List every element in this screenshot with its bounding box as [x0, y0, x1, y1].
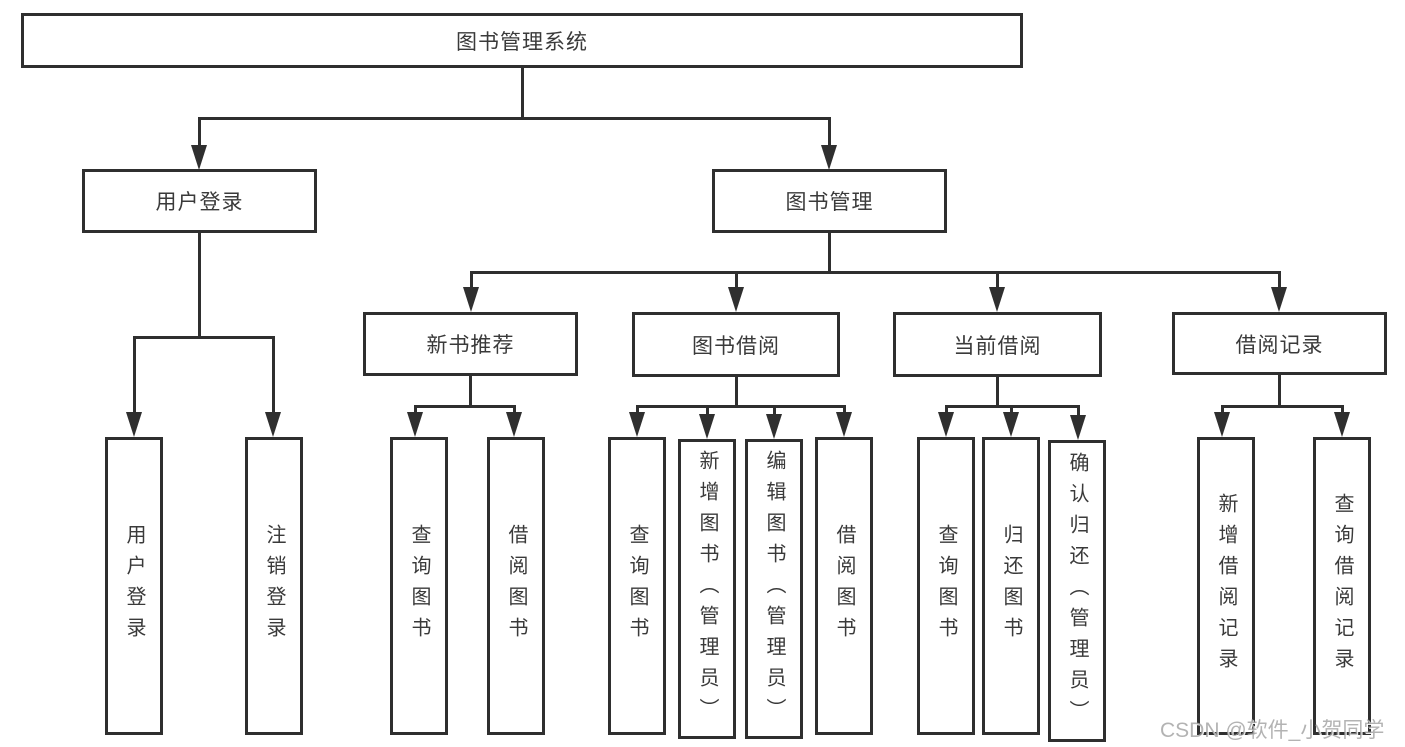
connector-line [995, 271, 999, 289]
down-arrow-icon [821, 145, 837, 170]
connector-line [705, 405, 709, 415]
node-book-borrowing: 图书借阅 [632, 312, 840, 377]
down-arrow-icon [126, 412, 142, 437]
leaf-borrow-books: 借阅图书 [815, 437, 873, 735]
leaf-label: 编辑图书（管理员） [763, 449, 785, 729]
leaf-return-books: 归还图书 [982, 437, 1040, 735]
connector-line [271, 336, 275, 414]
leaf-borrow-books-rec: 借阅图书 [487, 437, 545, 735]
down-arrow-icon [629, 412, 645, 437]
connector-line [1220, 405, 1224, 415]
connector-line [1277, 375, 1281, 408]
node-current-borrowing: 当前借阅 [893, 312, 1102, 377]
down-arrow-icon [1214, 412, 1230, 437]
leaf-query-borrow-record: 查询借阅记录 [1313, 437, 1371, 735]
connector-line [1076, 405, 1080, 415]
connector-line [995, 377, 999, 408]
leaf-label: 归还图书 [1000, 524, 1022, 648]
connector-line [734, 271, 738, 289]
down-arrow-icon [1334, 412, 1350, 437]
connector-line [413, 405, 417, 415]
down-arrow-icon [463, 287, 479, 312]
connector-line [635, 405, 639, 415]
connector-line [469, 271, 1281, 274]
leaf-label: 查询图书 [935, 524, 957, 648]
connector-line [132, 336, 136, 414]
down-arrow-icon [989, 287, 1005, 312]
connector-line [1220, 405, 1344, 408]
down-arrow-icon [265, 412, 281, 437]
down-arrow-icon [766, 414, 782, 439]
leaf-query-books-rec: 查询图书 [390, 437, 448, 735]
leaf-label: 查询图书 [626, 524, 648, 648]
connector-line [469, 271, 473, 289]
leaf-add-borrow-record: 新增借阅记录 [1197, 437, 1255, 735]
leaf-confirm-return-admin: 确认归还（管理员） [1048, 440, 1106, 742]
connector-line [468, 376, 472, 408]
leaf-query-books-borrow: 查询图书 [608, 437, 666, 735]
connector-line [413, 405, 516, 408]
connector-line [734, 377, 738, 408]
leaf-label: 借阅图书 [833, 524, 855, 648]
node-book-management-branch: 图书管理 [712, 169, 947, 233]
down-arrow-icon [938, 412, 954, 437]
leaf-label: 用户登录 [123, 524, 145, 648]
leaf-label: 注销登录 [263, 524, 285, 648]
down-arrow-icon [699, 414, 715, 439]
connector-line [1009, 405, 1013, 415]
connector-line [842, 405, 846, 415]
leaf-query-books-current: 查询图书 [917, 437, 975, 735]
connector-line [1277, 271, 1281, 289]
leaf-add-books-admin: 新增图书（管理员） [678, 439, 736, 739]
leaf-label: 查询图书 [408, 524, 430, 648]
connector-line [772, 405, 776, 415]
leaf-label: 确认归还（管理员） [1066, 451, 1088, 731]
down-arrow-icon [1070, 415, 1086, 440]
leaf-label: 新增图书（管理员） [696, 449, 718, 729]
down-arrow-icon [506, 412, 522, 437]
node-user-login-branch: 用户登录 [82, 169, 317, 233]
connector-line [197, 117, 201, 147]
down-arrow-icon [836, 412, 852, 437]
down-arrow-icon [191, 145, 207, 170]
connector-line [132, 336, 275, 339]
node-root-library-system: 图书管理系统 [21, 13, 1023, 68]
connector-line [520, 68, 524, 120]
leaf-edit-books-admin: 编辑图书（管理员） [745, 439, 803, 739]
leaf-user-login: 用户登录 [105, 437, 163, 735]
down-arrow-icon [407, 412, 423, 437]
down-arrow-icon [728, 287, 744, 312]
down-arrow-icon [1003, 412, 1019, 437]
connector-line [197, 117, 831, 120]
node-borrowing-records: 借阅记录 [1172, 312, 1387, 375]
leaf-label: 新增借阅记录 [1215, 493, 1237, 679]
connector-line [827, 233, 831, 274]
leaf-label: 借阅图书 [505, 524, 527, 648]
connector-line [1340, 405, 1344, 415]
connector-line [635, 405, 846, 408]
node-new-book-recommend: 新书推荐 [363, 312, 578, 376]
connector-line [944, 405, 948, 415]
connector-line [827, 117, 831, 147]
leaf-label: 查询借阅记录 [1331, 493, 1353, 679]
connector-line [197, 233, 201, 339]
down-arrow-icon [1271, 287, 1287, 312]
csdn-watermark: CSDN @软件_小贺同学 [1160, 719, 1385, 742]
connector-line [512, 405, 516, 415]
leaf-logout: 注销登录 [245, 437, 303, 735]
